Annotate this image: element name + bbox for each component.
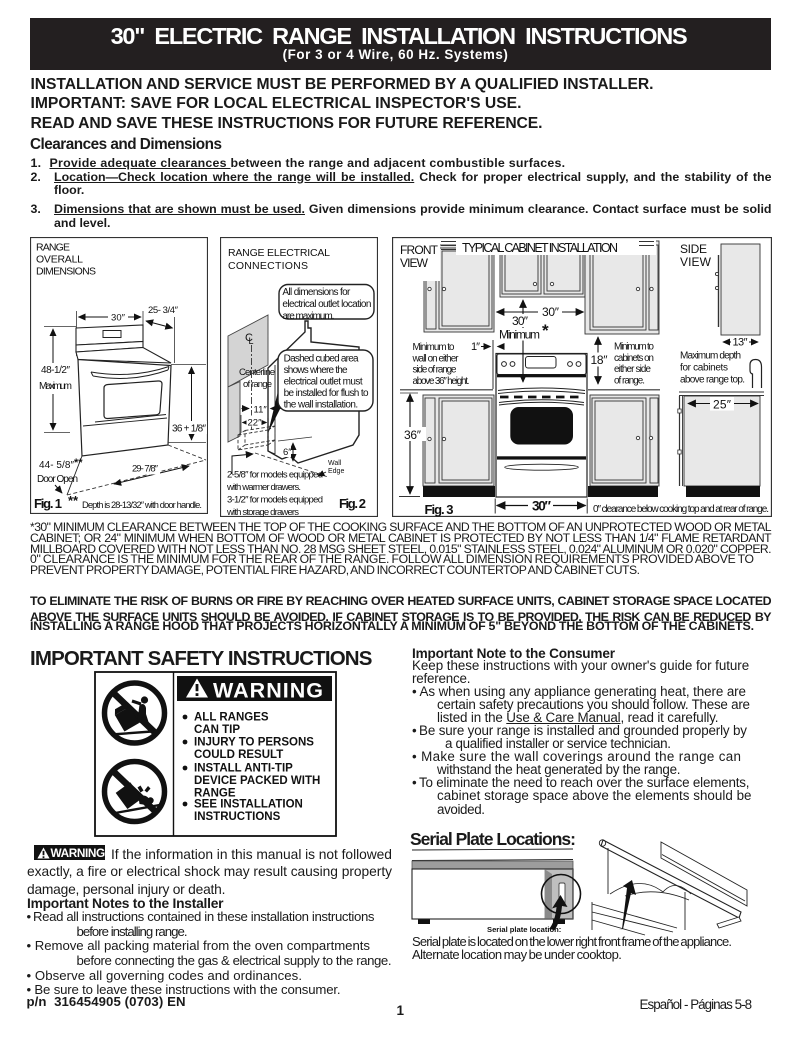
svg-text:Edge: Edge: [328, 468, 344, 475]
svg-text:Centerline: Centerline: [239, 367, 275, 378]
svg-text:36″: 36″: [404, 428, 422, 442]
svg-text:Serial plate location:: Serial plate location:: [487, 925, 561, 934]
svg-text:25- 3/4″: 25- 3/4″: [148, 305, 179, 316]
svg-text:1″: 1″: [471, 341, 480, 353]
svg-text:wall on either: wall on either: [412, 353, 460, 364]
svg-text:TYPICAL CABINET INSTALLATION: TYPICAL CABINET INSTALLATION: [462, 241, 618, 255]
svg-text:cabinets on: cabinets on: [614, 353, 654, 364]
svg-text:with warmer drawers.: with warmer drawers.: [226, 482, 301, 493]
svg-text:RANGE: RANGE: [36, 242, 70, 254]
svg-text:for cabinets: for cabinets: [680, 363, 728, 374]
svg-text:Dashed cubed area: Dashed cubed area: [284, 354, 359, 365]
svg-text:SIDE: SIDE: [680, 242, 707, 256]
svg-text:the wall installation.: the wall installation.: [284, 400, 359, 411]
svg-text:Minimum to: Minimum to: [413, 342, 456, 353]
svg-text:C: C: [245, 332, 253, 344]
svg-text:30″: 30″: [111, 313, 126, 324]
svg-text:CAN TIP: CAN TIP: [194, 724, 240, 736]
svg-text:with storage drawers: with storage drawers: [226, 507, 299, 517]
svg-text:29- 7/8″: 29- 7/8″: [132, 464, 159, 475]
svg-text:11″: 11″: [254, 405, 268, 416]
svg-text:18″: 18″: [591, 353, 609, 367]
svg-text:are maximum.: are maximum.: [282, 311, 334, 322]
svg-text:Depth is 28-13/32″ with door h: Depth is 28-13/32″ with door handle.: [82, 500, 202, 510]
svg-text:25″: 25″: [713, 398, 732, 412]
svg-text:0″ clearance below cooking top: 0″ clearance below cooking top and at re…: [593, 504, 769, 515]
svg-text:Maximum depth: Maximum depth: [680, 351, 741, 362]
svg-text:OVERALL: OVERALL: [36, 254, 83, 266]
svg-text:Door Open: Door Open: [37, 474, 78, 485]
svg-text:be installed for flush to: be installed for flush to: [284, 388, 369, 399]
svg-text:SEE INSTALLATION: SEE INSTALLATION: [194, 799, 303, 811]
svg-text:6″: 6″: [283, 447, 292, 458]
svg-text:side of range: side of range: [413, 365, 458, 376]
svg-text:Maximum: Maximum: [39, 381, 72, 392]
svg-text:CONNECTIONS: CONNECTIONS: [228, 260, 308, 272]
svg-text:Fig. 3: Fig. 3: [425, 502, 454, 517]
svg-text:All dimensions for: All dimensions for: [282, 287, 351, 298]
svg-text:30″: 30″: [512, 314, 529, 328]
svg-text:DEVICE PACKED WITH: DEVICE PACKED WITH: [194, 775, 320, 787]
svg-text:*: *: [542, 321, 549, 340]
svg-text:above 36″ height.: above 36″ height.: [413, 376, 470, 387]
svg-text:Fig. 2: Fig. 2: [339, 496, 366, 511]
svg-text:30″: 30″: [542, 305, 560, 319]
svg-text:Fig. 1: Fig. 1: [34, 496, 62, 511]
svg-text:RANGE ELECTRICAL: RANGE ELECTRICAL: [228, 247, 330, 259]
svg-text:**: **: [74, 457, 83, 469]
svg-text:30″: 30″: [532, 499, 552, 514]
svg-text:of range.: of range.: [614, 375, 645, 386]
svg-text:either side: either side: [614, 364, 652, 375]
svg-text:L: L: [249, 336, 254, 346]
svg-text:36 + 1/8″: 36 + 1/8″: [172, 424, 206, 435]
svg-text:2-5/8″ for models equipped: 2-5/8″ for models equipped: [227, 470, 323, 481]
svg-text:INSTRUCTIONS: INSTRUCTIONS: [194, 811, 281, 823]
svg-text:**: **: [68, 493, 79, 508]
svg-text:VIEW: VIEW: [400, 256, 429, 270]
svg-text:of range: of range: [243, 379, 272, 390]
svg-text:COULD RESULT: COULD RESULT: [194, 749, 283, 761]
svg-text:WARNING: WARNING: [213, 679, 323, 703]
svg-text:44- 5/8″: 44- 5/8″: [39, 460, 74, 471]
svg-text:DIMENSIONS: DIMENSIONS: [36, 266, 96, 278]
svg-text:48-1/2″: 48-1/2″: [41, 365, 70, 376]
svg-text:INSTALL ANTI-TIP: INSTALL ANTI-TIP: [194, 763, 293, 775]
svg-text:electrical outlet location: electrical outlet location: [282, 299, 371, 310]
svg-text:Minimum to: Minimum to: [614, 342, 655, 353]
svg-text:22″: 22″: [248, 418, 263, 429]
svg-text:above range top.: above range top.: [680, 375, 745, 386]
svg-text:electrical outlet must: electrical outlet must: [284, 377, 363, 388]
svg-text:ALL RANGES: ALL RANGES: [194, 712, 269, 724]
svg-text:VIEW: VIEW: [680, 255, 712, 269]
svg-text:13″: 13″: [733, 337, 748, 349]
svg-text:RANGE: RANGE: [194, 788, 236, 800]
svg-text:FRONT: FRONT: [400, 243, 439, 257]
svg-text:3-1/2″ for models equipped: 3-1/2″ for models equipped: [227, 495, 323, 506]
svg-text:Wall: Wall: [328, 460, 342, 467]
svg-text:shows where the: shows where the: [284, 365, 348, 376]
svg-text:INJURY TO PERSONS: INJURY TO PERSONS: [194, 737, 314, 749]
svg-text:Minimum: Minimum: [499, 328, 540, 342]
